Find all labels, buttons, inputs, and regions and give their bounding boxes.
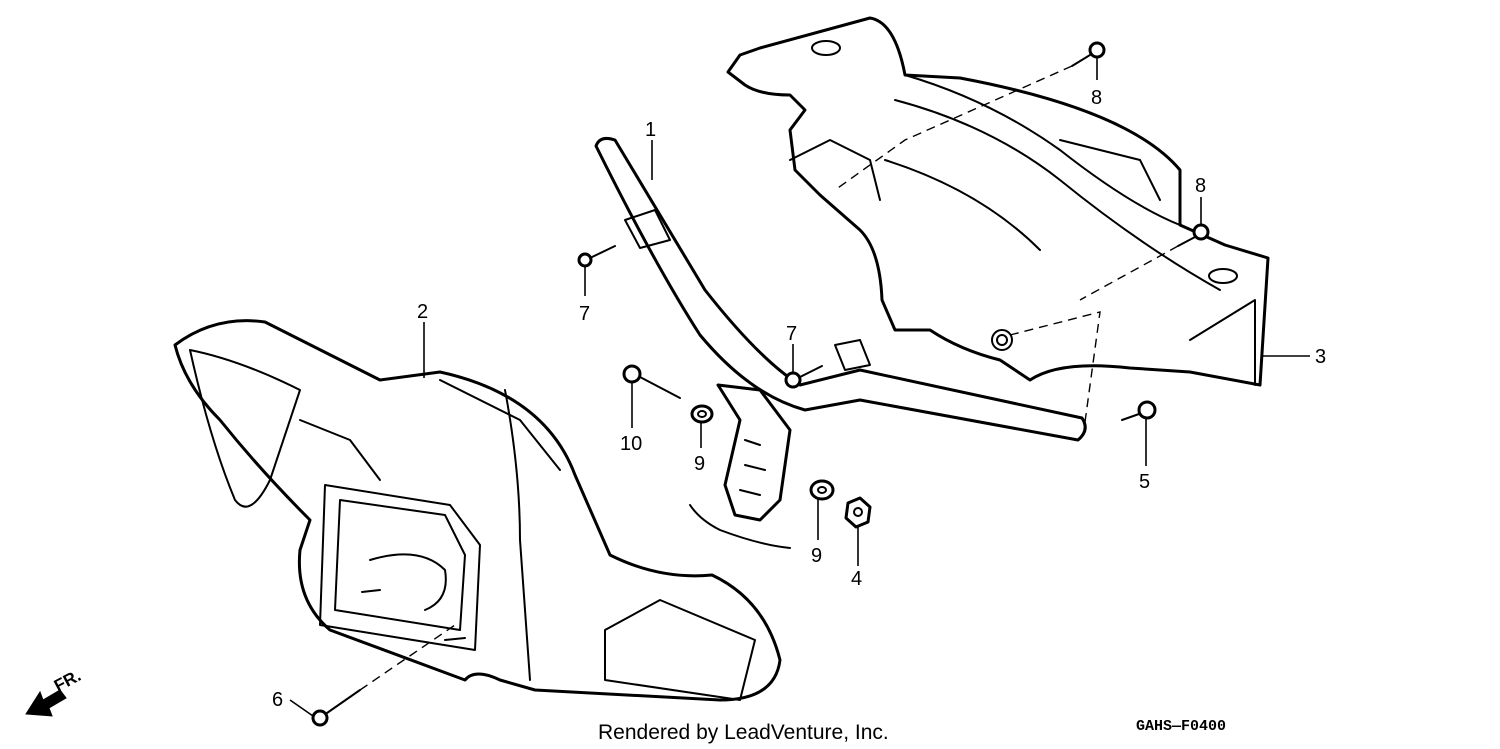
- screw-7-left: [577, 245, 616, 268]
- front-direction-label: FR.: [51, 666, 84, 696]
- front-handle-cover: [173, 319, 782, 702]
- callout-10: 10: [620, 433, 642, 455]
- front-direction-arrow-icon: [25, 689, 67, 717]
- rear-handle-cover: [726, 16, 1270, 387]
- assembly-line-5: [1009, 311, 1101, 423]
- screw-7-center: [784, 365, 823, 389]
- callout-7-center: 7: [786, 323, 797, 345]
- washer-9-right: [809, 479, 835, 501]
- diagram-code: GAHS—F0400: [1136, 718, 1226, 735]
- handlebar-pipe: [594, 137, 1087, 549]
- callout-6: 6: [272, 689, 283, 711]
- callout-8-top: 8: [1091, 87, 1102, 109]
- leader-6: [289, 699, 314, 717]
- callout-3: 3: [1315, 346, 1326, 368]
- screw-6: [311, 689, 361, 727]
- callout-9-right: 9: [811, 545, 822, 567]
- callout-5: 5: [1139, 471, 1150, 493]
- callout-7-left: 7: [579, 303, 590, 325]
- screw-5: [1121, 400, 1157, 421]
- callout-2: 2: [417, 301, 428, 323]
- callout-8-right: 8: [1195, 175, 1206, 197]
- assembly-line-6: [359, 624, 456, 691]
- washer-9-left: [690, 404, 714, 424]
- nut-4: [844, 496, 872, 529]
- assembly-line-8-top: [834, 65, 1073, 191]
- render-credit: Rendered by LeadVenture, Inc.: [598, 721, 889, 744]
- callout-1: 1: [645, 119, 656, 141]
- callout-9-left: 9: [694, 453, 705, 475]
- assembly-line-8-right: [1079, 245, 1179, 301]
- screw-8-top: [1071, 41, 1106, 67]
- callout-4: 4: [851, 568, 862, 590]
